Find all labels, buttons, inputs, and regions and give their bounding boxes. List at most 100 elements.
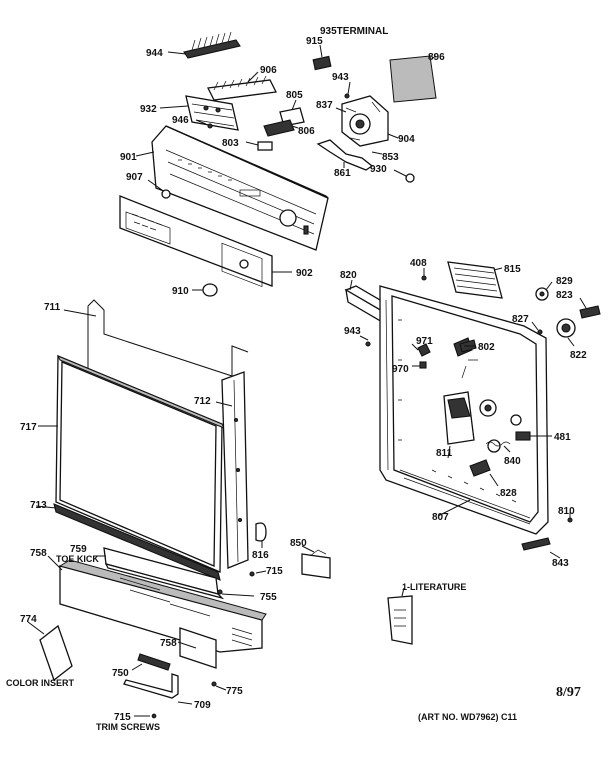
callout-750: 750: [112, 668, 129, 679]
callout-970: 970: [392, 364, 409, 375]
side-trim-712: [215, 371, 249, 569]
literature-card: [387, 587, 413, 645]
callout-837: 837: [316, 100, 333, 111]
screws-971-970: [411, 343, 431, 369]
callout-823: 823: [556, 290, 573, 301]
knob-screw-930: [393, 169, 415, 183]
callout-840: 840: [504, 456, 521, 467]
callout-758-bottom: 758: [160, 638, 177, 649]
callout-717: 717: [20, 422, 37, 433]
callout-944: 944: [146, 48, 163, 59]
gear-822: [556, 318, 576, 347]
callout-755: 755: [260, 592, 277, 603]
callout-843: 843: [552, 558, 569, 569]
literature-label: 1-LITERATURE: [402, 582, 466, 592]
kick-panel-758: [47, 555, 267, 653]
callout-861: 861: [334, 168, 351, 179]
callout-943-side: 943: [344, 326, 361, 337]
callout-709: 709: [194, 700, 211, 711]
lever-837: [335, 107, 347, 113]
door-edge-713: [35, 503, 221, 581]
screw-755: [217, 589, 255, 597]
spring-840: [485, 441, 511, 453]
arm-823: [579, 297, 601, 319]
bracket-750: [131, 653, 171, 671]
timer-motor-904: [341, 95, 399, 147]
callout-775: 775: [226, 686, 243, 697]
bracket-709: [123, 673, 193, 705]
callout-805: 805: [286, 90, 303, 101]
callout-810: 810: [558, 506, 575, 517]
callout-715-mid: 715: [266, 566, 283, 577]
callout-828: 828: [500, 488, 517, 499]
date-mark: 8/97: [556, 685, 581, 700]
screw-810: [567, 512, 573, 523]
screw-827: [531, 321, 543, 335]
trim-screw-715: [134, 713, 157, 719]
callout-904: 904: [398, 134, 415, 145]
kick-plate-758b: [177, 627, 217, 669]
callout-759: 759: [70, 544, 87, 555]
callout-946: 946: [172, 115, 189, 126]
callout-816: 816: [252, 550, 269, 561]
callout-907: 907: [126, 172, 143, 183]
callout-802: 802: [478, 342, 495, 353]
art-number: (ART NO. WD7962) C11: [418, 712, 517, 722]
callout-915: 915: [306, 36, 323, 47]
color-insert-774: [27, 621, 73, 682]
color-insert-label: COLOR INSERT: [6, 678, 75, 688]
strip-843: [521, 537, 561, 559]
callout-853: 853: [382, 152, 399, 163]
callout-906: 906: [260, 65, 277, 76]
callout-850: 850: [290, 538, 307, 549]
knob-829: [535, 281, 553, 301]
callout-481: 481: [554, 432, 571, 443]
latch-802: [459, 339, 477, 353]
callout-910: 910: [172, 286, 189, 297]
callout-715-trim: 715: [114, 712, 131, 723]
callout-803: 803: [222, 138, 239, 149]
callout-896: 896: [428, 52, 445, 63]
knob-907: [147, 179, 171, 199]
trim-screws-label: TRIM SCREWS: [96, 722, 160, 732]
control-console-901: [135, 125, 329, 251]
callout-827: 827: [512, 314, 529, 325]
callout-935-terminal: 935TERMINAL: [320, 26, 388, 37]
screw-946: [195, 119, 213, 129]
lever-828: [469, 459, 499, 487]
callout-971: 971: [416, 336, 433, 347]
callout-712: 712: [194, 396, 211, 407]
callout-806: 806: [298, 126, 315, 137]
callout-820: 820: [340, 270, 357, 281]
callout-713: 713: [30, 500, 47, 511]
screw-715-mid: [249, 570, 267, 577]
linkage-853-861: [316, 139, 383, 171]
label-card-896: [389, 55, 437, 103]
bracket-850: [301, 545, 331, 579]
callout-930: 930: [370, 164, 387, 175]
toe-kick-759: [94, 547, 225, 600]
vent-815: [447, 261, 503, 299]
callout-758-top: 758: [30, 548, 47, 559]
callout-811: 811: [436, 448, 453, 459]
knob-910: [192, 283, 218, 297]
control-panel-902: [119, 195, 292, 288]
callout-408: 408: [410, 258, 427, 269]
detergent-cup-811: [443, 391, 475, 459]
terminal-935: [312, 44, 332, 71]
clip-806: [263, 119, 299, 137]
callout-774: 774: [20, 614, 37, 625]
callout-829: 829: [556, 276, 573, 287]
part-803: [245, 141, 273, 151]
callout-901: 901: [120, 152, 137, 163]
screw-775: [211, 681, 227, 691]
switch-strip-906: [207, 71, 277, 101]
door-panel-717: [38, 355, 226, 573]
toe-kick-label: TOE KICK: [56, 554, 99, 564]
screw-943-top: [344, 81, 351, 99]
hinge-816: [255, 522, 267, 548]
callout-943-top: 943: [332, 72, 349, 83]
screw-408: [421, 268, 427, 281]
callout-807: 807: [432, 512, 449, 523]
